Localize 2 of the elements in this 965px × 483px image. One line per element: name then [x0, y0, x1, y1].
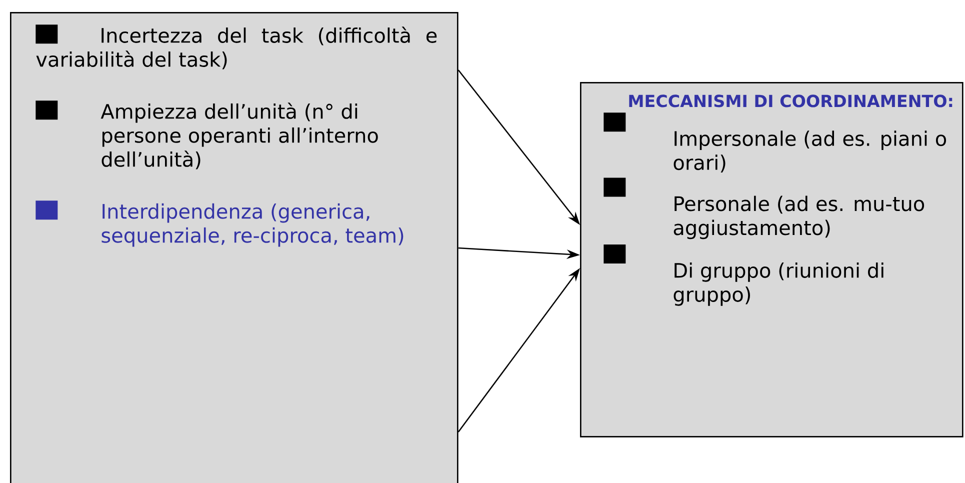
text-box: MECCANISMI DI COORDINAMENTO: Impersonale (ad es. piani o orari) Personale (ad es. mu-tuo aggiustamento) Di gruppo (riunioni di gruppo): [580, 82, 964, 438]
text-box: Incertezza del task (difficoltà e variabilità del task) Ampiezza dell’unità (n° di persone operanti all’interno dell’unità) Interdipendenza (generica, sequenziale, re-ciproca, team): [10, 12, 458, 483]
